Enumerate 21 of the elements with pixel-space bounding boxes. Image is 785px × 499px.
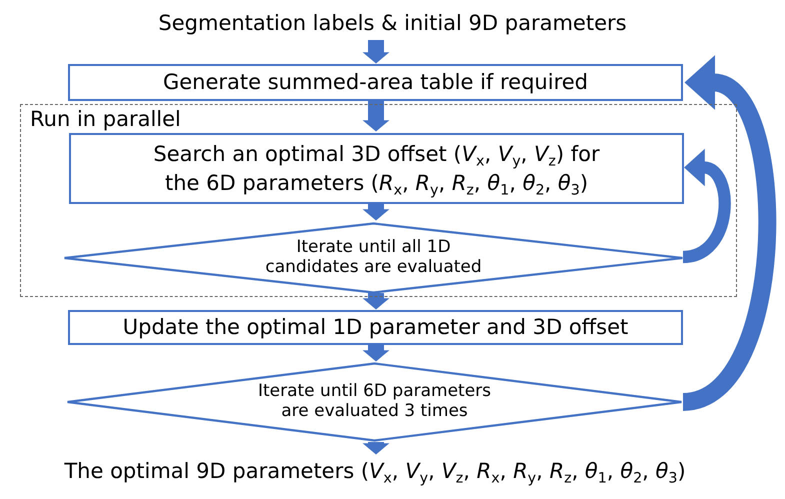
step-label: Generate summed-area table if required [162, 69, 588, 96]
output-text: The optimal 9D parameters (V$_{x}$, V$_{y}$, V$_{z}$, R$_{x}$, R$_{y}$, R$_{z}$, θ$_{1}$, θ$_{2}$, θ$_{3}$) [10, 455, 740, 489]
dashed-region [20, 104, 737, 297]
process-box [68, 64, 683, 101]
decision-diamond [63, 222, 684, 294]
decision-label: Iterate until all 1D candidates are evaluated [264, 238, 483, 278]
step-label: Update the optimal 1D parameter and 3D offset [122, 314, 628, 342]
curved-arrow [680, 57, 776, 411]
block-arrow [362, 40, 390, 64]
block-arrow [362, 442, 390, 454]
block-arrow [362, 293, 390, 310]
process-box [68, 310, 683, 345]
process-box [69, 133, 684, 204]
decision-label: Iterate until 6D parameters are evaluated 3 times [256, 382, 492, 422]
group-heading: Run in parallel [30, 106, 181, 132]
block-arrow [362, 203, 390, 220]
block-arrow [362, 101, 390, 132]
block-arrow [362, 345, 390, 362]
input-text: Segmentation labels & initial 9D parameters [90, 8, 695, 40]
decision-diamond [66, 362, 683, 442]
step-label: Search an optimal 3D offset (V$_{x}$, V$_{y}$, V$_{z}$) for the 6D parameters (R$_{x}$, R$_{y}$, R$_{z}$, θ$_{1}$, θ$_{2}$, θ$_{3}$) [152, 140, 601, 198]
